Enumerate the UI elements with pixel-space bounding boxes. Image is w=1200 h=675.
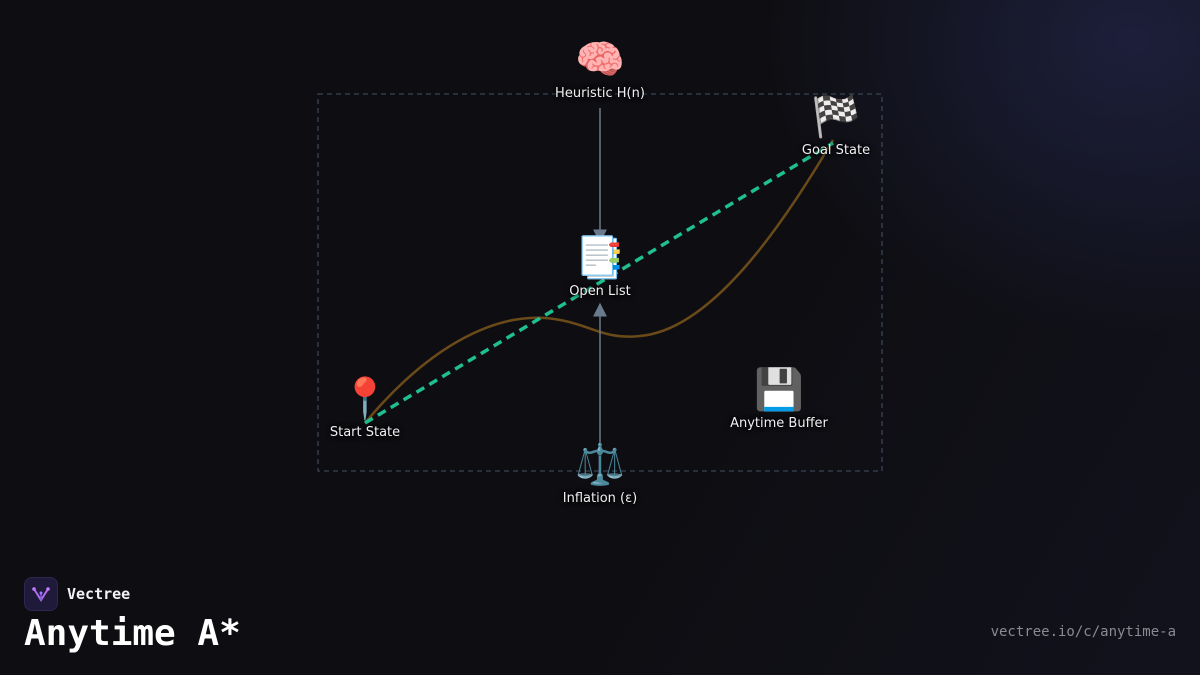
vectree-logo-icon [24,577,58,611]
brain-icon: 🧠 [575,37,625,83]
open-list-node: 📑 Open List [569,234,631,299]
green-solution-path [364,141,834,425]
goal-label: Goal State [801,143,871,158]
checkered-flag-icon: 🏁 [811,94,861,140]
bookmark-tabs-icon: 📑 [575,235,625,281]
open-list-label: Open List [569,284,631,299]
inflation-node: ⚖️ Inflation (ε) [563,441,637,506]
start-label: Start State [329,425,401,440]
goal-node: 🏁 Goal State [802,93,870,158]
brand-name: Vectree [67,585,131,603]
anytime-buffer-node: 💾 Anytime Buffer [730,366,828,431]
floppy-disk-icon: 💾 [754,367,804,413]
inflation-label: Inflation (ε) [562,491,638,506]
brown-search-curve [364,139,835,424]
anytime-buffer-label: Anytime Buffer [730,416,828,431]
page-title: Anytime A* [24,613,241,654]
brand[interactable]: Vectree [24,577,130,611]
start-node: 📍 Start State [330,375,400,440]
boundary-frame [317,93,883,472]
heuristic-node: 🧠 Heuristic H(n) [555,36,645,101]
heuristic-label: Heuristic H(n) [555,86,645,101]
pin-icon: 📍 [340,376,390,422]
scales-icon: ⚖️ [575,442,625,488]
source-url[interactable]: vectree.io/c/anytime-a [990,624,1176,640]
